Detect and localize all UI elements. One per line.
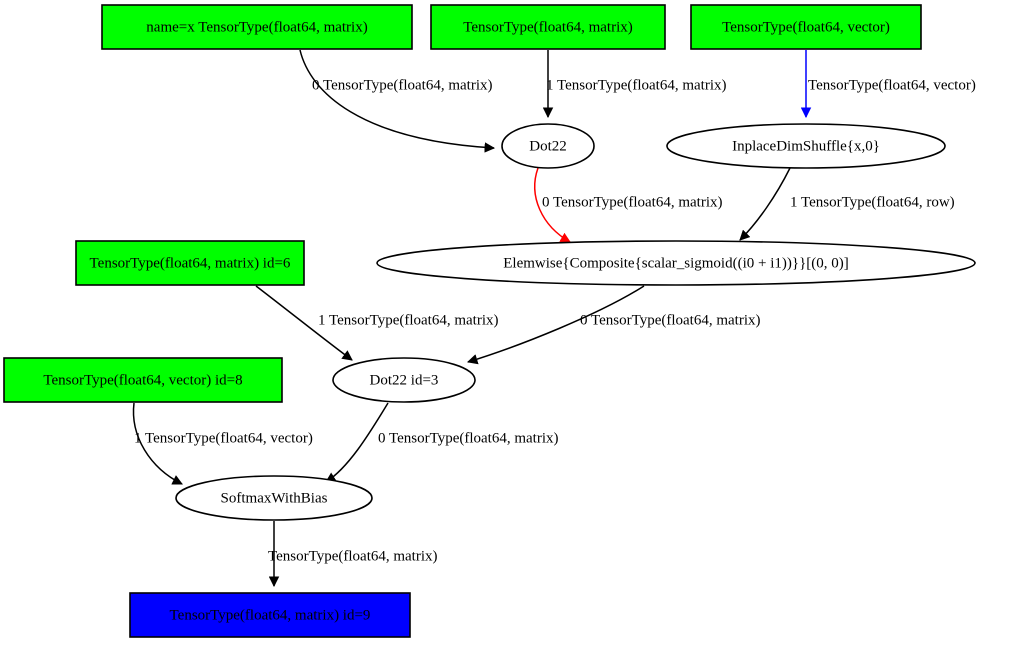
edge-path	[739, 167, 791, 241]
node-ellipse[interactable]	[175, 475, 373, 521]
edge-label: 0 TensorType(float64, matrix)	[312, 77, 493, 93]
node-label: name=x TensorType(float64, matrix)	[146, 19, 367, 35]
nodes-layer: name=x TensorType(float64, matrix) Tensor…	[3, 4, 976, 638]
graph-edge: 1 TensorType(float64, matrix)	[542, 50, 727, 119]
edge-label: 1 TensorType(float64, vector)	[134, 430, 313, 446]
node-label: TensorType(float64, vector) id=8	[43, 372, 242, 388]
graph-edge: 1 TensorType(float64, row)	[739, 167, 955, 241]
node-rect[interactable]	[690, 4, 922, 50]
edges-layer: 0 TensorType(float64, matrix) 1 TensorTyp…	[132, 49, 976, 588]
node-ellipse[interactable]	[666, 123, 946, 169]
graph-edge: 0 TensorType(float64, matrix)	[466, 285, 761, 365]
node-label: SoftmaxWithBias	[221, 490, 328, 506]
node-rect[interactable]	[101, 4, 413, 50]
graph-node-elemwise[interactable]: Elemwise{Composite{scalar_sigmoid((i0 + …	[376, 240, 976, 286]
graph-node-w2[interactable]: TensorType(float64, matrix) id=6	[75, 240, 305, 286]
node-rect[interactable]	[3, 357, 283, 403]
edge-label: 1 TensorType(float64, row)	[790, 194, 955, 210]
graph-node-dot22b[interactable]: Dot22 id=3	[332, 357, 476, 403]
edge-path	[299, 49, 496, 153]
edge-label: TensorType(float64, vector)	[808, 77, 976, 93]
node-label: InplaceDimShuffle{x,0}	[732, 138, 880, 154]
graph-edge: 1 TensorType(float64, vector)	[132, 402, 313, 485]
graph-node-shuffle[interactable]: InplaceDimShuffle{x,0}	[666, 123, 946, 169]
graph-node-b2[interactable]: TensorType(float64, vector) id=8	[3, 357, 283, 403]
node-label: Dot22 id=3	[370, 372, 439, 388]
edge-path	[255, 285, 353, 361]
node-rect[interactable]	[75, 240, 305, 286]
graph-edge: 0 TensorType(float64, matrix)	[299, 49, 496, 153]
node-label: Dot22	[529, 138, 567, 154]
node-label: TensorType(float64, vector)	[722, 19, 890, 35]
edge-path	[534, 167, 571, 243]
node-label: TensorType(float64, matrix) id=9	[170, 607, 371, 623]
node-label: Elemwise{Composite{scalar_sigmoid((i0 + …	[503, 255, 849, 271]
edge-label: 0 TensorType(float64, matrix)	[580, 312, 761, 328]
node-rect[interactable]	[129, 592, 411, 638]
node-ellipse[interactable]	[376, 240, 976, 286]
edge-path	[325, 402, 389, 483]
graph-node-w1[interactable]: TensorType(float64, matrix)	[430, 4, 666, 50]
graph-edge: 0 TensorType(float64, matrix)	[325, 402, 559, 483]
edge-label: 1 TensorType(float64, matrix)	[318, 312, 499, 328]
graph-node-b1[interactable]: TensorType(float64, vector)	[690, 4, 922, 50]
node-label: TensorType(float64, matrix)	[463, 19, 633, 35]
edge-label: 0 TensorType(float64, matrix)	[542, 194, 723, 210]
edge-label: TensorType(float64, matrix)	[268, 548, 438, 564]
graph-edge: TensorType(float64, vector)	[800, 50, 976, 119]
node-rect[interactable]	[430, 4, 666, 50]
graph-node-x[interactable]: name=x TensorType(float64, matrix)	[101, 4, 413, 50]
graph-node-out[interactable]: TensorType(float64, matrix) id=9	[129, 592, 411, 638]
graph-edge: 0 TensorType(float64, matrix)	[534, 167, 723, 243]
edge-label: 1 TensorType(float64, matrix)	[546, 77, 727, 93]
node-ellipse[interactable]	[501, 123, 595, 169]
graph-edge: TensorType(float64, matrix)	[268, 521, 438, 588]
graph-node-dot22[interactable]: Dot22	[501, 123, 595, 169]
edge-path	[466, 285, 645, 365]
edge-path	[132, 402, 183, 485]
graph-edge: 1 TensorType(float64, matrix)	[255, 285, 499, 361]
graph-node-softmax[interactable]: SoftmaxWithBias	[175, 475, 373, 521]
node-label: TensorType(float64, matrix) id=6	[90, 255, 291, 271]
node-ellipse[interactable]	[332, 357, 476, 403]
edge-label: 0 TensorType(float64, matrix)	[378, 430, 559, 446]
